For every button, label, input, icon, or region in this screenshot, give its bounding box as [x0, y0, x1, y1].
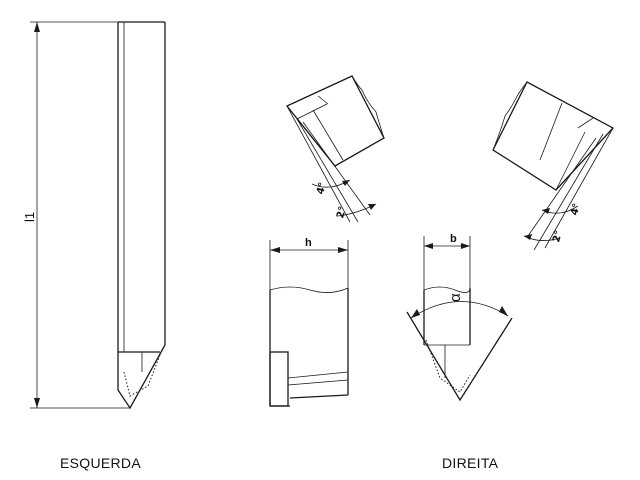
angle-arrow-2	[368, 204, 376, 210]
alpha-arrow-left	[411, 309, 420, 318]
edge-line-r2	[533, 133, 604, 251]
alpha-arrow-right	[499, 306, 508, 316]
angle-arrow-4-right	[542, 208, 550, 214]
h-arrow-left	[270, 247, 280, 253]
holder-body	[285, 75, 385, 167]
insert-dashed-b	[425, 339, 471, 393]
tip-angle-lines	[406, 311, 513, 402]
break-line-right	[492, 81, 528, 151]
angle-arrow-4	[342, 180, 350, 186]
insert-dashed-outline	[123, 354, 161, 397]
tool-tip	[117, 344, 166, 410]
alpha-arc	[410, 301, 509, 319]
holder-body-right	[492, 81, 615, 191]
angle-label-4-left: 4°	[315, 181, 329, 195]
h-insert-line-2	[287, 379, 349, 386]
h-insert	[269, 351, 289, 407]
tool-front-view-b: b α	[406, 233, 513, 402]
angle-label-2-left: 2°	[335, 205, 349, 219]
edge-line-r1	[544, 127, 614, 249]
left-tool-side-view: l1	[22, 21, 166, 410]
insert-corner-right	[577, 117, 594, 129]
right-tool-top-view: 4° 2°	[492, 81, 615, 251]
insert-top-right	[582, 111, 599, 121]
angle-arrow-2-right	[524, 234, 532, 240]
h-break-line	[269, 286, 349, 293]
h-insert-line-1	[287, 371, 349, 379]
h-label: h	[305, 237, 312, 249]
insert-corner	[317, 95, 329, 105]
length-arrow-bottom	[34, 398, 40, 408]
holder-inner-line	[539, 102, 563, 161]
tool-front-view-h: h	[269, 237, 349, 407]
b-arrow-right	[461, 243, 470, 249]
length-arrow-top	[34, 22, 40, 32]
edge-line-1	[286, 105, 351, 223]
length-label: l1	[22, 212, 37, 222]
insert-side-right	[555, 131, 586, 191]
caption-direita: DIREITA	[442, 455, 499, 471]
b-arrow-left	[424, 243, 433, 249]
insert-inner-line	[312, 109, 344, 161]
edge-line-r3	[527, 137, 597, 237]
alpha-label: α	[447, 293, 464, 302]
insert-top-line	[296, 103, 328, 120]
h-body-bottom-2	[289, 394, 349, 399]
left-tool-top-view: 4° 2°	[285, 75, 385, 223]
angle-label-4-right: 4°	[569, 202, 583, 216]
b-break-line	[423, 286, 471, 293]
b-label: b	[450, 233, 457, 245]
edge-line-3	[302, 121, 371, 216]
h-arrow-right	[338, 247, 348, 253]
caption-esquerda: ESQUERDA	[60, 455, 141, 471]
break-line	[351, 75, 385, 139]
edge-line-2	[296, 118, 359, 223]
angle-label-2-right: 2°	[551, 229, 565, 243]
